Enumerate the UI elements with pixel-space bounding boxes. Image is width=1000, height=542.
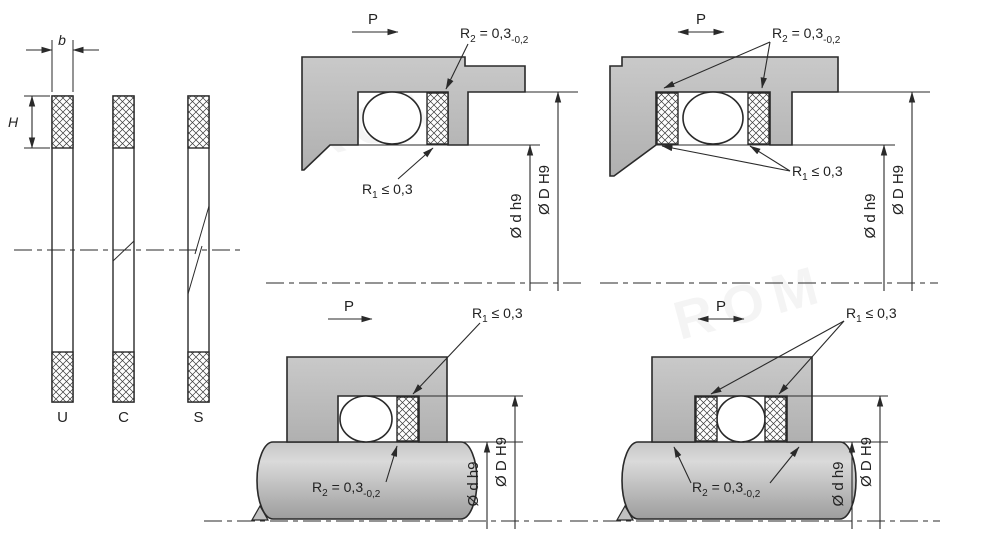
leader-r1 xyxy=(710,320,845,395)
label-dia-rod: Ø d h9 xyxy=(830,461,847,506)
leader-r1 xyxy=(661,144,791,172)
ring-cross-section xyxy=(187,95,210,149)
profile-u: U xyxy=(51,95,74,426)
dim-h-label: H xyxy=(8,114,19,130)
backup-ring xyxy=(656,92,679,145)
ring-cross-section xyxy=(51,351,74,403)
backup-ring xyxy=(764,396,787,442)
label-r1: R1 ≤ 0,3 xyxy=(846,305,897,325)
leader-r2 xyxy=(445,43,469,90)
step-cut-line xyxy=(194,205,210,255)
step-cut-line xyxy=(187,245,203,295)
ring-cross-section xyxy=(112,95,135,149)
assembly-rod-seal-bidirectional: Ø d h9 Ø D H9 P R2 = 0,3-0,2 R1 ≤ 0,3 xyxy=(600,11,938,291)
chamfer-mark xyxy=(250,504,270,521)
leader-r1 xyxy=(778,320,845,395)
chamfer-mark xyxy=(615,504,635,521)
pressure-label: P xyxy=(344,298,354,315)
pressure-label: P xyxy=(368,11,378,28)
o-ring xyxy=(362,91,422,145)
backup-ring xyxy=(426,92,449,145)
label-dia-bore: Ø D H9 xyxy=(536,165,553,215)
pressure-label: P xyxy=(696,11,706,28)
leader-r2 xyxy=(769,446,800,484)
leader-r2 xyxy=(663,41,771,89)
shaft-cylinder xyxy=(256,441,478,520)
leader-r2 xyxy=(385,445,398,483)
leader-r2 xyxy=(760,41,771,89)
backup-ring xyxy=(747,92,770,145)
dimension-b: b xyxy=(26,32,99,92)
assembly-rod-seal-unidirectional: Ø d h9 Ø D H9 P R2 = 0,3-0,2 R1 ≤ 0,3 xyxy=(266,11,586,291)
backup-ring xyxy=(695,396,718,442)
profile-c: C xyxy=(112,95,135,426)
label-dia-rod: Ø d h9 xyxy=(508,193,525,238)
backup-ring xyxy=(396,396,419,442)
ring-cross-section xyxy=(112,351,135,403)
label-r1: R1 ≤ 0,3 xyxy=(472,305,523,325)
assembly-shaft-seal-bidirectional: Ø d h9 Ø D H9 P R1 ≤ 0,3 R2 = 0,3-0,2 xyxy=(570,298,940,529)
label-dia-bore: Ø D H9 xyxy=(858,437,875,487)
profile-u-label: U xyxy=(57,409,68,426)
dimension-h: H xyxy=(8,95,50,149)
profile-views: b H U C S xyxy=(8,32,240,426)
label-r2: R2 = 0,3-0,2 xyxy=(312,479,381,500)
label-dia-rod: Ø d h9 xyxy=(465,461,482,506)
leader-r1 xyxy=(397,147,434,180)
label-r2: R2 = 0,3-0,2 xyxy=(460,25,529,46)
label-dia-bore: Ø D H9 xyxy=(493,437,510,487)
ring-cross-section xyxy=(187,351,210,403)
assembly-shaft-seal-unidirectional: Ø d h9 Ø D H9 P R1 ≤ 0,3 R2 = 0,3-0,2 xyxy=(204,298,562,529)
label-r2: R2 = 0,3-0,2 xyxy=(772,25,841,46)
profile-s: S xyxy=(187,95,210,426)
leader-r1 xyxy=(412,322,481,395)
profile-c-label: C xyxy=(118,409,129,426)
ring-cross-section xyxy=(51,95,74,149)
label-dia-rod: Ø d h9 xyxy=(862,193,879,238)
scarf-cut-line xyxy=(112,240,135,262)
label-r1: R1 ≤ 0,3 xyxy=(792,163,843,183)
leader-r1 xyxy=(749,145,791,172)
leader-r2 xyxy=(673,446,692,484)
label-r1: R1 ≤ 0,3 xyxy=(362,181,413,201)
pressure-label: P xyxy=(716,298,726,315)
label-r2: R2 = 0,3-0,2 xyxy=(692,479,761,500)
o-ring xyxy=(339,395,393,443)
o-ring xyxy=(716,395,766,443)
label-dia-bore: Ø D H9 xyxy=(890,165,907,215)
o-ring xyxy=(682,91,744,145)
dim-b-label: b xyxy=(58,32,66,48)
profile-s-label: S xyxy=(193,409,203,426)
